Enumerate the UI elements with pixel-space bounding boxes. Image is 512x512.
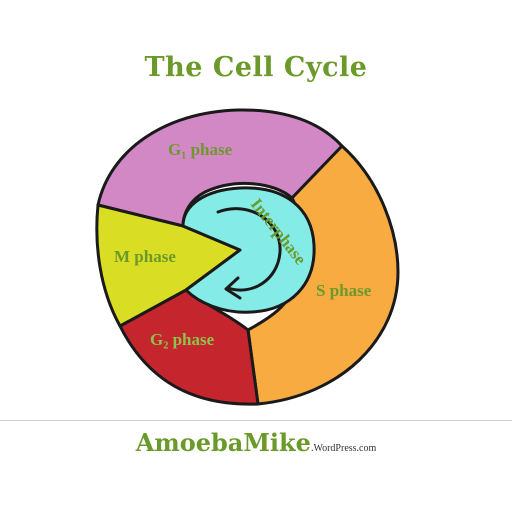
cycle-arrow [216,207,282,292]
s-label: S phase [316,281,372,300]
footer-divider [0,420,512,421]
diagram-title: The Cell Cycle [144,52,368,83]
interphase-blob [181,186,316,314]
brand-suffix: .WordPress.com [310,443,377,454]
g1-label: G₁ phase [168,140,233,159]
m-label: M phase [114,247,176,266]
arrowhead-icon [224,276,242,300]
footer-credit: AmoebaMike.WordPress.com [0,428,512,457]
g2-sector [118,288,260,406]
g2-label: G₂ phase [150,330,215,349]
g1-sector [96,108,344,228]
brand-name: AmoebaMike [135,428,311,457]
